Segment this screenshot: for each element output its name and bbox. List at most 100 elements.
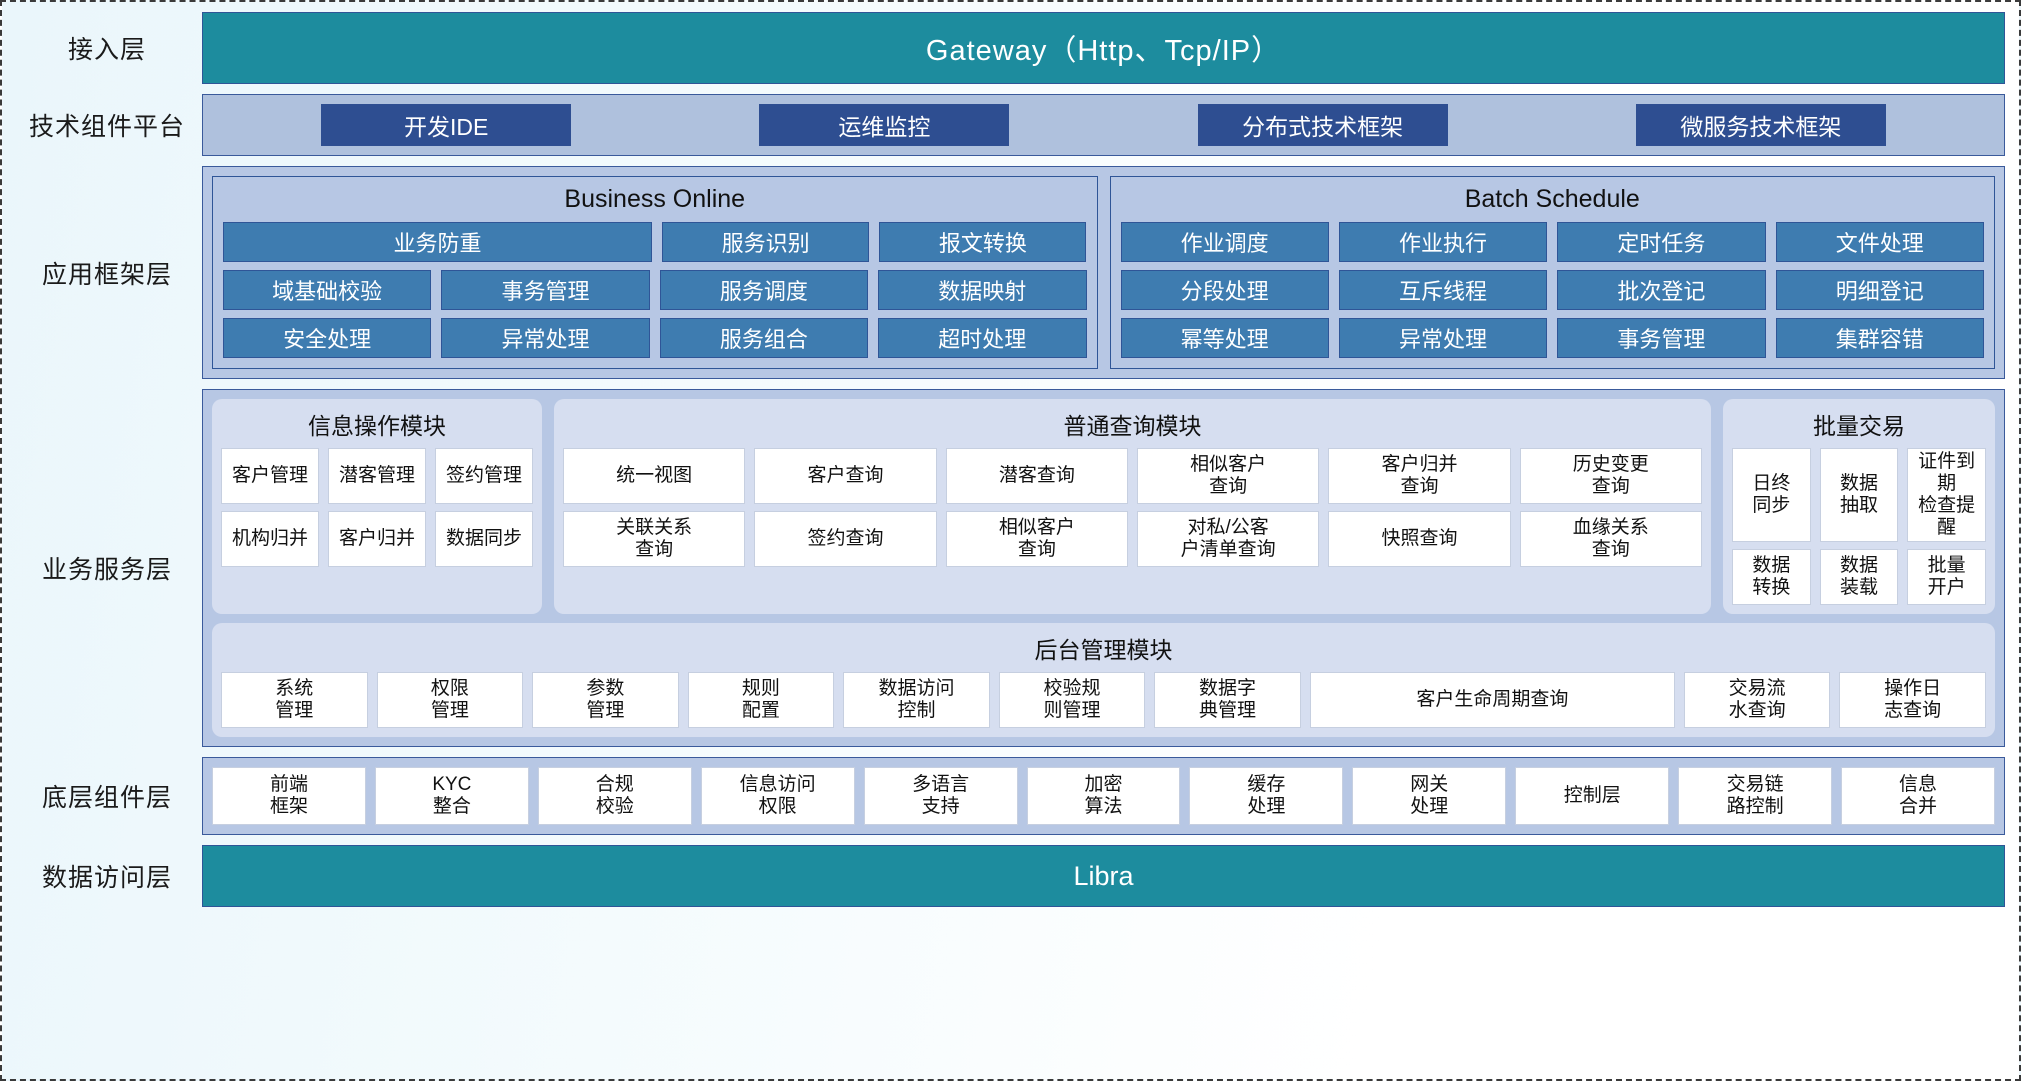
spacer — [12, 835, 2005, 845]
layer-base-component: 底层组件层 前端 框架 KYC 整合 合规 校验 信息访问 权限 多语言 支持 … — [12, 757, 2005, 836]
cell-snapshot-query[interactable]: 快照查询 — [1328, 511, 1511, 567]
cell-customer-query[interactable]: 客户查询 — [754, 448, 937, 504]
cell-compliance-check[interactable]: 合规 校验 — [537, 767, 692, 826]
module-row: 日终 同步 数据 抽取 证件到期 检查提醒 — [1732, 448, 1987, 543]
layer-label-base-component: 底层组件层 — [41, 784, 172, 813]
tech-chip-ops-monitor[interactable]: 运维监控 — [759, 104, 1010, 146]
framework-row: 作业调度 作业执行 定时任务 文件处理 — [1120, 222, 1984, 262]
cell-prospect-query[interactable]: 潜客查询 — [945, 448, 1128, 504]
layer-label-app-framework: 应用框架层 — [41, 260, 172, 289]
cell-customer-mgmt[interactable]: 客户管理 — [221, 448, 319, 504]
cell-similar-customer-query[interactable]: 相似客户 查询 — [1136, 448, 1320, 504]
fw-cell-file-process[interactable]: 文件处理 — [1775, 222, 1984, 262]
fw-cell-job-execute[interactable]: 作业执行 — [1338, 222, 1548, 262]
layer-label-tech-platform: 技术组件平台 — [28, 113, 185, 141]
cell-contract-mgmt[interactable]: 签约管理 — [435, 448, 533, 504]
layer-access: 接入层 Gateway（Http、Tcp/IP） — [12, 12, 2005, 84]
fw-cell-detail-register[interactable]: 明细登记 — [1775, 270, 1984, 310]
tech-chip-distributed-framework[interactable]: 分布式技术框架 — [1197, 104, 1448, 146]
cell-validation-rule-mgmt[interactable]: 校验规 则管理 — [998, 672, 1146, 729]
fw-cell-message-transform[interactable]: 报文转换 — [879, 222, 1087, 262]
cell-control-layer[interactable]: 控制层 — [1515, 767, 1670, 826]
fw-cell-segment-process[interactable]: 分段处理 — [1120, 270, 1329, 310]
module-common-query: 普通查询模块 统一视图 客户查询 潜客查询 相似客户 查询 客户归并 查询 历史… — [554, 399, 1711, 615]
fw-cell-batch-register[interactable]: 批次登记 — [1557, 270, 1766, 310]
fw-cell-cluster-fault-tolerance[interactable]: 集群容错 — [1775, 318, 1984, 358]
app-framework-container: Business Online 业务防重 服务识别 报文转换 域基础校验 事务管… — [202, 166, 2005, 379]
cell-multilanguage-support[interactable]: 多语言 支持 — [863, 767, 1018, 826]
fw-cell-batch-transaction-mgmt[interactable]: 事务管理 — [1557, 318, 1766, 358]
cell-transaction-chain-control[interactable]: 交易链 路控制 — [1678, 767, 1833, 826]
fw-cell-timed-task[interactable]: 定时任务 — [1557, 222, 1766, 262]
cell-kyc-integration[interactable]: KYC 整合 — [374, 767, 529, 826]
framework-row: 分段处理 互斥线程 批次登记 明细登记 — [1120, 270, 1984, 310]
layer-business-service: 业务服务层 信息操作模块 客户管理 潜客管理 签约管理 机构归并 — [12, 389, 2005, 748]
cell-batch-account-open[interactable]: 批量 开户 — [1907, 549, 1987, 606]
tech-chip-ide[interactable]: 开发IDE — [321, 104, 572, 146]
fw-cell-timeout-handling[interactable]: 超时处理 — [878, 318, 1087, 358]
cell-cache-handling[interactable]: 缓存 处理 — [1189, 767, 1344, 826]
cell-certificate-expiry-reminder[interactable]: 证件到期 检查提醒 — [1907, 448, 1987, 543]
cell-eod-sync[interactable]: 日终 同步 — [1732, 448, 1811, 543]
cell-customer-merge-query[interactable]: 客户归并 查询 — [1328, 448, 1511, 504]
cell-lineage-relation-query[interactable]: 血缘关系 查询 — [1519, 511, 1702, 567]
fw-cell-mutex-thread[interactable]: 互斥线程 — [1338, 270, 1548, 310]
cell-encryption-algorithm[interactable]: 加密 算法 — [1026, 767, 1181, 826]
module-title-common-query: 普通查询模块 — [1063, 413, 1202, 439]
fw-cell-security-handling[interactable]: 安全处理 — [223, 318, 432, 358]
layer-label-business-service: 业务服务层 — [41, 556, 172, 585]
module-title-admin-management: 后台管理模块 — [1034, 637, 1173, 664]
cell-history-change-query[interactable]: 历史变更 查询 — [1519, 448, 1702, 504]
cell-operation-log-query[interactable]: 操作日 志查询 — [1839, 672, 1986, 729]
layer-tech-platform: 技术组件平台 开发IDE 运维监控 分布式技术框架 微服务技术框架 — [12, 94, 2005, 156]
cell-data-sync[interactable]: 数据同步 — [435, 511, 533, 567]
cell-customer-merge[interactable]: 客户归并 — [328, 511, 426, 567]
spacer — [12, 379, 2005, 389]
layer-data-access: 数据访问层 Libra — [12, 845, 2005, 908]
fw-cell-data-mapping[interactable]: 数据映射 — [878, 270, 1087, 310]
cell-system-mgmt[interactable]: 系统 管理 — [221, 672, 368, 729]
fw-cell-business-dedup[interactable]: 业务防重 — [223, 222, 652, 262]
fw-cell-exception-handling[interactable]: 异常处理 — [441, 318, 650, 358]
module-row: 关联关系 查询 签约查询 相似客户 查询 对私/公客 户清单查询 快照查询 血缘… — [563, 511, 1702, 567]
cell-private-public-customer-list-query[interactable]: 对私/公客 户清单查询 — [1136, 511, 1320, 567]
layer-label-data-access: 数据访问层 — [41, 864, 172, 893]
fw-cell-transaction-mgmt[interactable]: 事务管理 — [441, 270, 650, 310]
tech-platform-strip: 开发IDE 运维监控 分布式技术框架 微服务技术框架 — [202, 94, 2005, 156]
cell-data-dictionary-mgmt[interactable]: 数据字 典管理 — [1154, 672, 1301, 729]
cell-data-load[interactable]: 数据 装载 — [1819, 549, 1899, 606]
spacer — [12, 84, 2005, 94]
cell-contract-query[interactable]: 签约查询 — [754, 511, 937, 567]
cell-prospect-mgmt[interactable]: 潜客管理 — [328, 448, 426, 504]
tech-chip-microservice-framework[interactable]: 微服务技术框架 — [1635, 104, 1886, 146]
cell-frontend-framework[interactable]: 前端 框架 — [212, 767, 366, 826]
cell-org-merge[interactable]: 机构归并 — [221, 511, 319, 567]
cell-unified-view[interactable]: 统一视图 — [563, 448, 746, 504]
cell-data-transform[interactable]: 数据 转换 — [1732, 549, 1811, 606]
fw-cell-idempotent-process[interactable]: 幂等处理 — [1120, 318, 1329, 358]
panel-title-batch-schedule: Batch Schedule — [1464, 185, 1640, 213]
fw-cell-domain-validate[interactable]: 域基础校验 — [223, 270, 432, 310]
cell-similar-customer-query-2[interactable]: 相似客户 查询 — [945, 511, 1128, 567]
cell-relation-query[interactable]: 关联关系 查询 — [563, 511, 746, 567]
cell-info-access-permission[interactable]: 信息访问 权限 — [700, 767, 855, 826]
module-info-operation: 信息操作模块 客户管理 潜客管理 签约管理 机构归并 客户归并 数据同步 — [212, 399, 542, 615]
cell-parameter-mgmt[interactable]: 参数 管理 — [532, 672, 679, 729]
cell-rule-config[interactable]: 规则 配置 — [687, 672, 835, 729]
spacer — [12, 747, 2005, 757]
fw-cell-service-dispatch[interactable]: 服务调度 — [659, 270, 869, 310]
cell-gateway-handling[interactable]: 网关 处理 — [1352, 767, 1507, 826]
fw-cell-service-composition[interactable]: 服务组合 — [659, 318, 869, 358]
cell-info-merge[interactable]: 信息 合并 — [1841, 767, 1995, 826]
cell-customer-lifecycle-query[interactable]: 客户生命周期查询 — [1309, 672, 1675, 729]
cell-data-access-control[interactable]: 数据访问 控制 — [843, 672, 990, 729]
fw-cell-job-schedule[interactable]: 作业调度 — [1120, 222, 1329, 262]
fw-cell-batch-exception-handling[interactable]: 异常处理 — [1338, 318, 1548, 358]
module-row: 统一视图 客户查询 潜客查询 相似客户 查询 客户归并 查询 历史变更 查询 — [563, 448, 1702, 504]
framework-row: 业务防重 服务识别 报文转换 — [223, 222, 1087, 262]
cell-transaction-flow-query[interactable]: 交易流 水查询 — [1683, 672, 1831, 729]
fw-cell-service-identify[interactable]: 服务识别 — [661, 222, 870, 262]
cell-permission-mgmt[interactable]: 权限 管理 — [376, 672, 524, 729]
cell-data-extract[interactable]: 数据 抽取 — [1819, 448, 1899, 543]
